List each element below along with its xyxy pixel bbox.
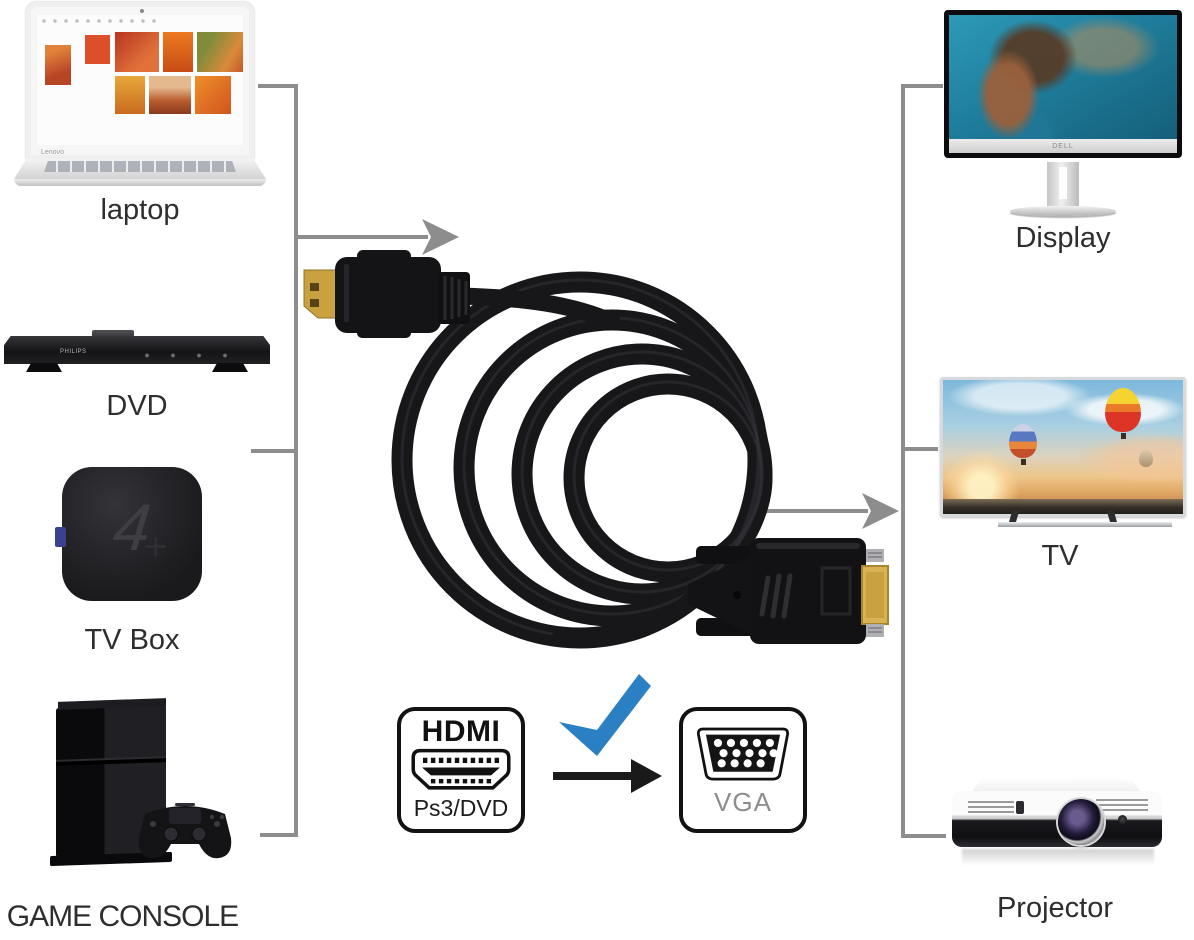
tv-box-image: 4 +: [55, 467, 202, 601]
monitor-frame: DELL: [944, 10, 1182, 158]
label-tv: TV: [1041, 540, 1079, 572]
photo-thumbnail: [45, 45, 71, 85]
hdmi-legend-subtitle: Ps3/DVD: [413, 795, 509, 821]
dvd-foot: [212, 363, 248, 372]
projector-lens: [1058, 799, 1104, 845]
game-console-image: [50, 698, 240, 873]
projector-image: [952, 775, 1164, 867]
source-bracket: [251, 84, 298, 837]
monitor-stand-base: [1010, 206, 1116, 216]
photo-tile: [115, 76, 145, 114]
laptop-base-edge: [14, 179, 266, 186]
vga-connector-icon: [696, 727, 790, 781]
photo-tile: [115, 32, 159, 72]
projector-vents: [1096, 799, 1148, 812]
dvd-brand-text: PHILIPS: [60, 349, 87, 355]
laptop-screen: Lenovo: [26, 2, 254, 160]
monitor-brand-text: DELL: [949, 139, 1177, 153]
dvd-player-image: PHILIPS: [4, 330, 270, 376]
hdmi-connector-icon: [411, 748, 511, 790]
dvd-buttons: [144, 353, 236, 358]
webcam-dot: [140, 9, 144, 13]
laptop-display-content: [37, 15, 243, 145]
laptop-brand-text: Lenovo: [41, 149, 64, 156]
tv-stand-bar: [998, 522, 1172, 527]
projector-button: [1016, 801, 1024, 814]
label-display: Display: [1015, 222, 1111, 254]
tv-screen-horizon: [943, 499, 1183, 514]
hdmi-plug: [303, 250, 470, 338]
photo-tile: [85, 35, 110, 64]
photo-tile: [195, 76, 231, 114]
browser-toolbar: [41, 18, 161, 24]
monitor-screen: [949, 15, 1177, 139]
hot-air-balloon: [1139, 450, 1153, 467]
projector-reflection: [962, 849, 1154, 865]
arrow-right-icon: [553, 759, 662, 793]
laptop-keyboard: [14, 159, 266, 179]
keyboard-keys: [44, 161, 236, 172]
cable-exit: [552, 589, 701, 646]
dvd-foot: [26, 363, 62, 372]
label-projector: Projector: [996, 892, 1114, 924]
tv-frame: [940, 377, 1186, 517]
monitor-stand-neck: [1047, 162, 1079, 206]
label-laptop: laptop: [100, 194, 180, 226]
label-dvd: DVD: [106, 390, 168, 422]
vga-legend-box: VGA: [679, 707, 807, 833]
hdmi-legend-box: HDMI Ps3/DVD: [397, 707, 525, 833]
photo-tile: [149, 76, 191, 114]
photo-tile: [163, 32, 193, 72]
hdmi-direction-arrow-icon: [296, 219, 459, 255]
display-monitor-image: DELL: [944, 10, 1184, 218]
vga-direction-arrow-icon: [756, 493, 899, 529]
checkmark-icon: [559, 674, 651, 756]
projector-ir-sensor: [1118, 815, 1127, 824]
dvd-body: PHILIPS: [4, 336, 270, 364]
tv-box-logo: 4: [109, 490, 155, 564]
laptop-image: Lenovo: [14, 2, 266, 188]
label-tv-box: TV Box: [84, 624, 180, 656]
hot-air-balloon: [1009, 424, 1037, 465]
vga-plug: [688, 538, 889, 644]
vga-legend-label: VGA: [714, 787, 772, 817]
hot-air-balloon: [1105, 388, 1141, 439]
photo-tile: [197, 32, 243, 72]
tv-box-side-tab: [55, 527, 66, 547]
cable-entry: [453, 287, 621, 331]
cable-coil: [391, 271, 773, 649]
label-game-console: GAME CONSOLE: [6, 900, 239, 933]
gamepad-icon: [138, 803, 232, 859]
tv-image: [940, 377, 1186, 532]
tv-box-logo-plus: +: [144, 525, 168, 569]
tv-screen: [943, 380, 1183, 514]
hdmi-legend-title: HDMI: [421, 715, 501, 748]
projector-vents: [968, 801, 1014, 814]
